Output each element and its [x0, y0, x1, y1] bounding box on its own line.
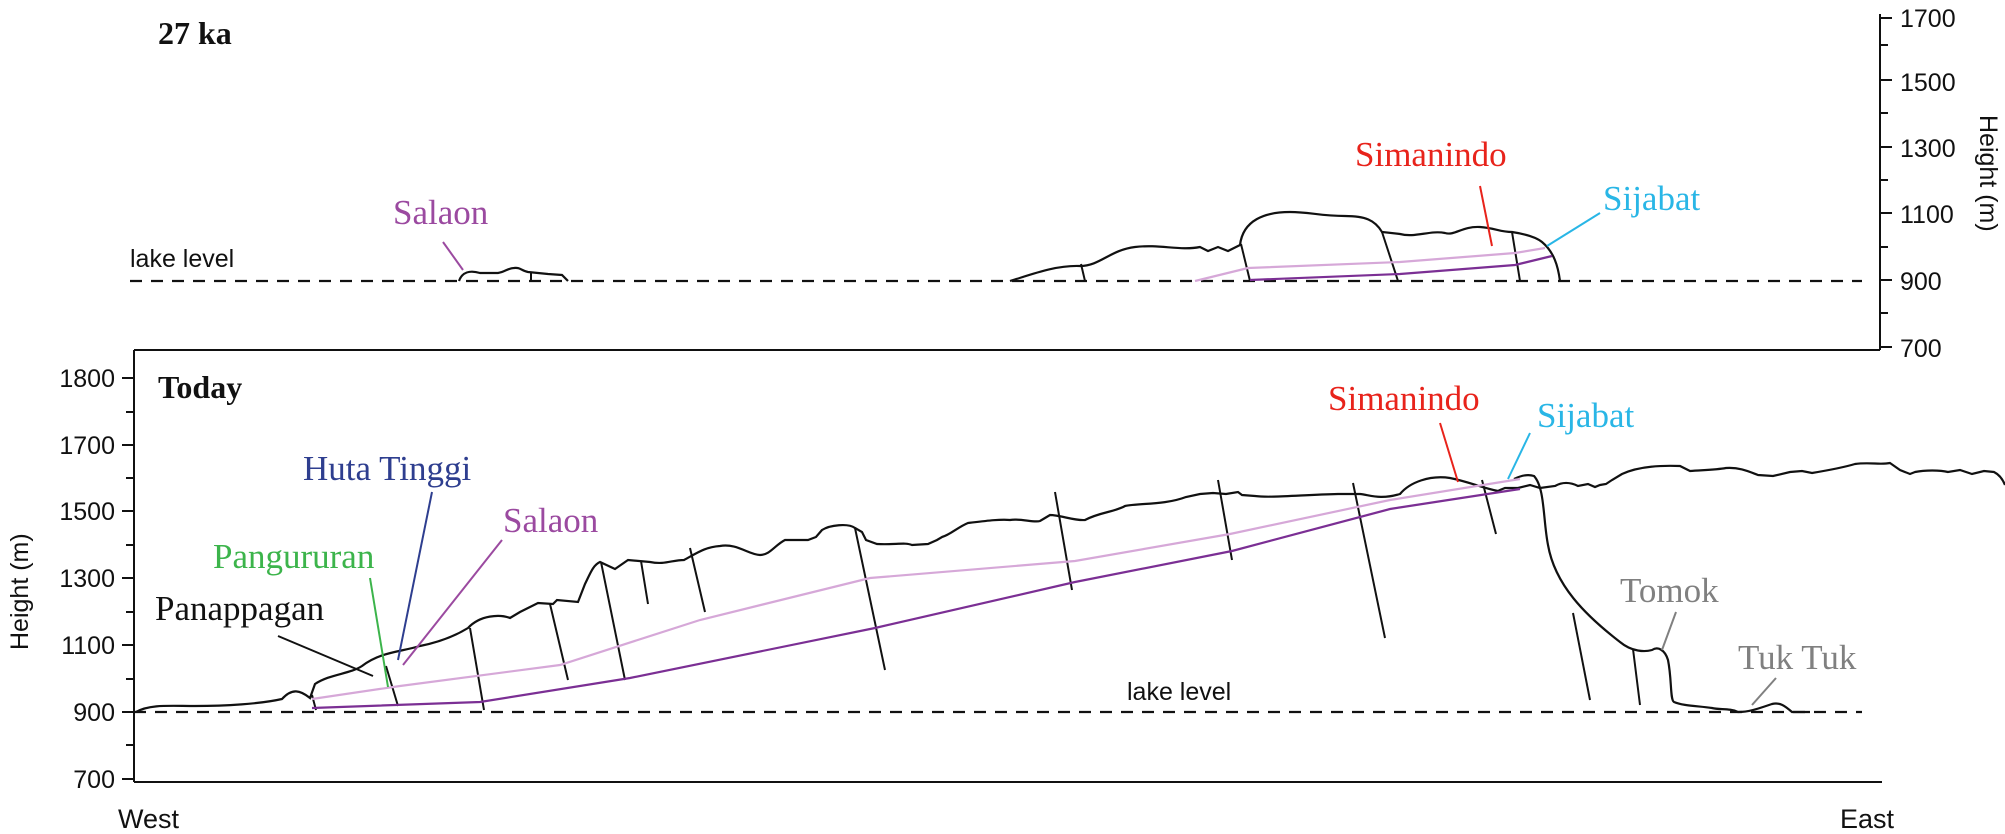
- top-east-terrain: [1009, 210, 1562, 283]
- bottom-label-tuk-tuk: Tuk Tuk: [1738, 638, 1857, 677]
- top-y-axis-label: Height (m): [1974, 115, 2002, 232]
- top-tick-700: 700: [1900, 335, 1942, 363]
- x-axis-west-label: West: [118, 804, 180, 834]
- bottom-label-sijabat: Sijabat: [1537, 396, 1634, 435]
- top-tick-1300: 1300: [1900, 135, 1956, 163]
- bottom-terrain-east: [1513, 473, 1810, 714]
- bottom-y-axis-label: Height (m): [6, 533, 34, 650]
- bottom-tick-1800: 1800: [59, 365, 115, 393]
- bottom-lower-layer: [311, 487, 1521, 710]
- bottom-label-simanindo: Simanindo: [1328, 379, 1480, 418]
- bottom-panel: Today 1800 1700 1500 1300 1100 900 700 H…: [6, 349, 2005, 834]
- bottom-terrain: [135, 461, 2005, 713]
- bottom-tick-1700: 1700: [59, 432, 115, 460]
- bottom-label-huta-tinggi: Huta Tinggi: [303, 449, 472, 488]
- bottom-label-tomok: Tomok: [1620, 571, 1719, 610]
- bottom-tick-1300: 1300: [59, 565, 115, 593]
- top-upper-layer: [1194, 246, 1546, 283]
- top-lake-level-label: lake level: [130, 245, 234, 273]
- bottom-label-panappagan: Panappagan: [155, 589, 324, 628]
- bottom-upper-layer: [311, 477, 1521, 701]
- bottom-panel-label: Today: [158, 369, 242, 405]
- bottom-tick-1500: 1500: [59, 498, 115, 526]
- top-label-sijabat: Sijabat: [1603, 179, 1700, 218]
- top-tick-1500: 1500: [1900, 69, 1956, 97]
- bottom-axis-ticks: [122, 377, 134, 780]
- top-tick-1100: 1100: [1900, 201, 1954, 229]
- top-faults: [1080, 231, 1521, 282]
- top-lower-layer: [1249, 254, 1553, 282]
- top-label-simanindo: Simanindo: [1355, 135, 1507, 174]
- top-axis-ticks: [1880, 17, 1892, 348]
- top-salaon-island: [457, 266, 569, 282]
- bottom-tick-700: 700: [73, 766, 115, 794]
- bottom-lake-level-label: lake level: [1127, 678, 1231, 706]
- bottom-faults: [311, 479, 1641, 711]
- top-label-salaon: Salaon: [393, 193, 488, 232]
- bottom-tick-1100: 1100: [61, 632, 115, 660]
- bottom-label-pangururan: Pangururan: [213, 537, 374, 576]
- bottom-tick-900: 900: [73, 699, 115, 727]
- x-axis-east-label: East: [1840, 804, 1895, 834]
- top-tick-900: 900: [1900, 268, 1942, 296]
- top-tick-1700: 1700: [1900, 5, 1956, 33]
- top-panel-label: 27 ka: [158, 15, 232, 51]
- top-panel: 27 ka 1700 1500 1300 1100 900 700 Height…: [130, 5, 2002, 363]
- bottom-label-salaon: Salaon: [503, 501, 598, 540]
